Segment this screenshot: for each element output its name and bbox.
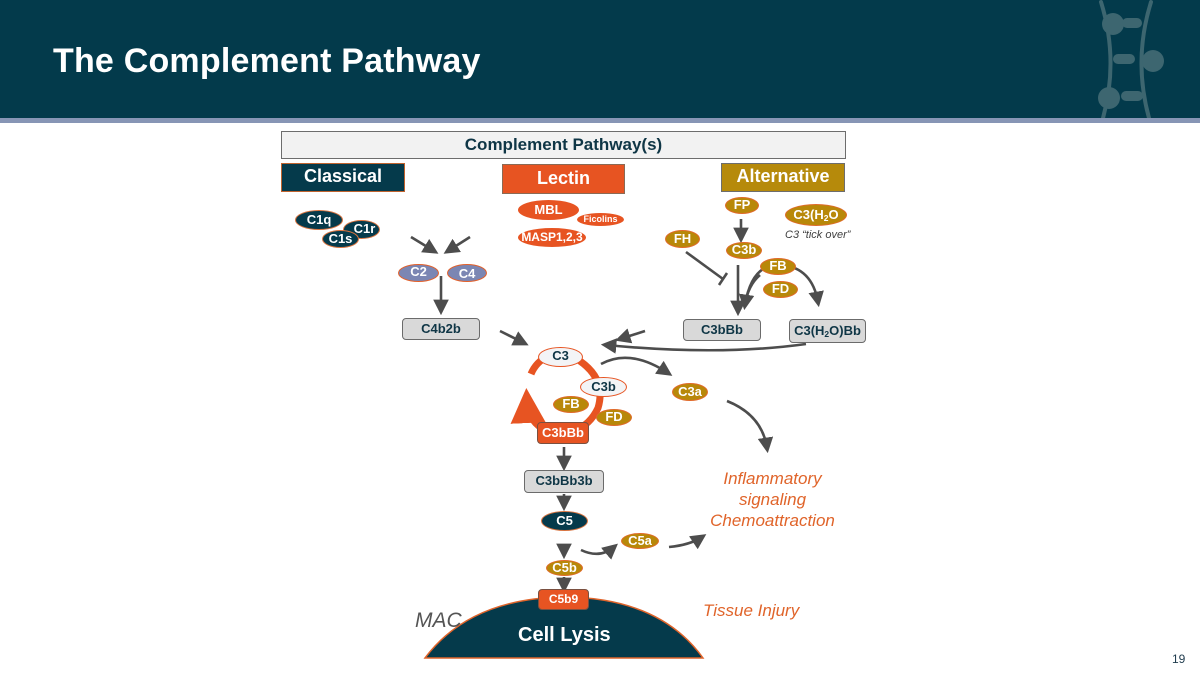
node-mbl: MBL	[517, 199, 580, 221]
cell-lysis-label: Cell Lysis	[518, 624, 611, 646]
node-c3h2o: C3(H2O	[785, 204, 847, 226]
node-masp: MASP1,2,3	[517, 227, 587, 248]
node-c1r: C1r	[343, 220, 380, 239]
lectin-pathway-label: Lectin	[502, 164, 625, 194]
node-fb-alt: FB	[760, 258, 796, 275]
node-c3: C3	[538, 347, 583, 367]
c3-tick-over-note: C3 “tick over”	[785, 229, 851, 241]
node-c3h2obb: C3(H2O)Bb	[789, 319, 866, 343]
node-c3a: C3a	[672, 383, 708, 401]
inhibit-fh-bar	[717, 272, 729, 286]
alternative-pathway-label: Alternative	[721, 163, 845, 192]
node-c5b: C5b	[546, 560, 583, 576]
arrow-lectin-to-c2c4	[443, 235, 471, 254]
mac-label: MAC	[415, 609, 462, 632]
node-c2: C2	[398, 264, 439, 282]
arrow-c3bbb-alt-to-c3	[615, 328, 646, 344]
node-c5a: C5a	[621, 533, 659, 549]
node-c3bbb3b: C3bBb3b	[524, 470, 604, 493]
node-c3b-loop: C3b	[580, 377, 627, 397]
node-ficolins: Ficolins	[576, 212, 625, 227]
arrow-c3-to-c3a	[600, 356, 673, 376]
complement-pathways-header: Complement Pathway(s)	[281, 131, 846, 159]
node-fd-loop: FD	[596, 409, 632, 426]
node-c3bbb-loop: C3bBb	[537, 422, 589, 444]
classical-pathway-label: Classical	[281, 163, 405, 192]
inhibit-fh	[685, 250, 724, 281]
node-c3bbb-alt: C3bBb	[683, 319, 761, 341]
node-c5b9: C5b9	[538, 589, 589, 610]
outcome-inflammatory-signaling: Inflammatory signaling Chemoattraction	[710, 469, 835, 530]
arrow-c4b2b-to-c3	[499, 329, 529, 346]
node-c1s: C1s	[322, 230, 359, 248]
node-c3b-alt: C3b	[726, 242, 762, 259]
node-fb-loop: FB	[553, 396, 589, 413]
arrow-fb-fd-cycle-back	[738, 274, 761, 311]
node-c4b2b: C4b2b	[402, 318, 480, 340]
page-number: 19	[1172, 652, 1186, 666]
node-c5: C5	[541, 511, 588, 531]
node-fh: FH	[665, 230, 700, 248]
slide-title: The Complement Pathway	[53, 42, 481, 80]
node-c1q: C1q	[295, 210, 343, 230]
arrow-c3h2obb-to-c3	[600, 338, 807, 354]
node-c4: C4	[447, 264, 487, 282]
arrow-c1-to-c2c4	[410, 235, 439, 254]
slide-header	[0, 0, 1200, 118]
node-fd-alt: FD	[763, 281, 798, 298]
arrow-c5-to-c5a	[580, 543, 618, 560]
company-logo-icon	[1098, 0, 1164, 118]
header-divider	[0, 118, 1200, 123]
arrow-c5a-to-inflammation	[668, 534, 707, 550]
node-fp: FP	[725, 197, 759, 214]
arrow-c3a-to-inflammation	[726, 399, 774, 454]
outcome-tissue-injury: Tissue Injury	[703, 601, 800, 620]
